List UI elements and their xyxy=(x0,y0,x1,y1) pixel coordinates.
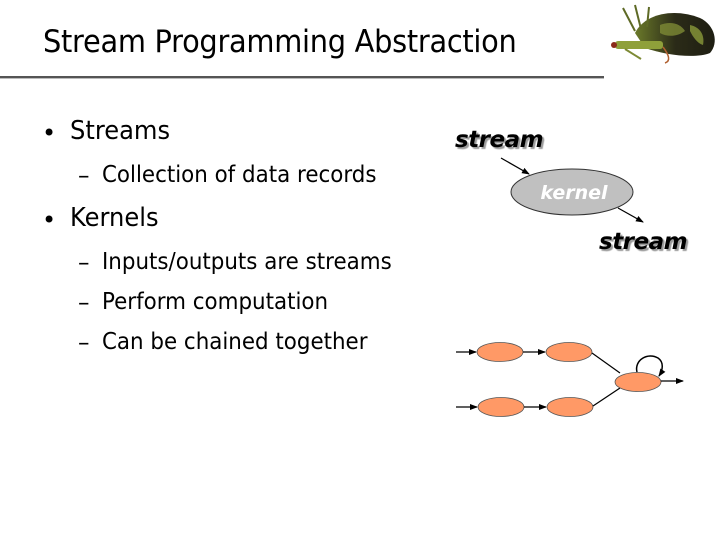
dash-marker: – xyxy=(78,330,90,356)
chain-node-b1 xyxy=(477,397,525,417)
sub-item-chained: Can be chained together xyxy=(102,329,368,355)
sub-item-inputs-outputs: Inputs/outputs are streams xyxy=(102,249,392,275)
dash-marker: – xyxy=(78,290,90,316)
sub-item-collection: Collection of data records xyxy=(102,162,377,188)
dash-marker: – xyxy=(78,250,90,276)
chain-node-b2 xyxy=(546,397,594,417)
input-stream-arrow xyxy=(500,157,530,175)
chain-node-merge xyxy=(614,372,662,392)
output-stream-label: stream xyxy=(599,229,688,255)
sub-item-perform-computation: Perform computation xyxy=(102,289,329,315)
chain-node-a2 xyxy=(545,342,593,362)
edge-b2-merge xyxy=(592,387,621,407)
bullet-marker: • xyxy=(42,206,57,234)
edge-a2-merge xyxy=(591,352,621,374)
kernel-label: kernel xyxy=(540,182,608,204)
fly-fishing-lure-icon xyxy=(611,4,715,64)
input-stream-label: stream xyxy=(455,127,544,153)
bullet-item-streams: Streams xyxy=(70,116,171,146)
bullet-item-kernels: Kernels xyxy=(70,203,159,233)
slide-title: Stream Programming Abstraction xyxy=(43,24,517,60)
kernel-node xyxy=(510,168,634,216)
chain-node-a1 xyxy=(476,342,524,362)
output-stream-arrow xyxy=(617,207,644,223)
edge-merge-self-loop xyxy=(635,355,666,377)
dash-marker: – xyxy=(78,163,90,189)
bullet-marker: • xyxy=(42,119,57,147)
title-divider xyxy=(0,76,604,78)
